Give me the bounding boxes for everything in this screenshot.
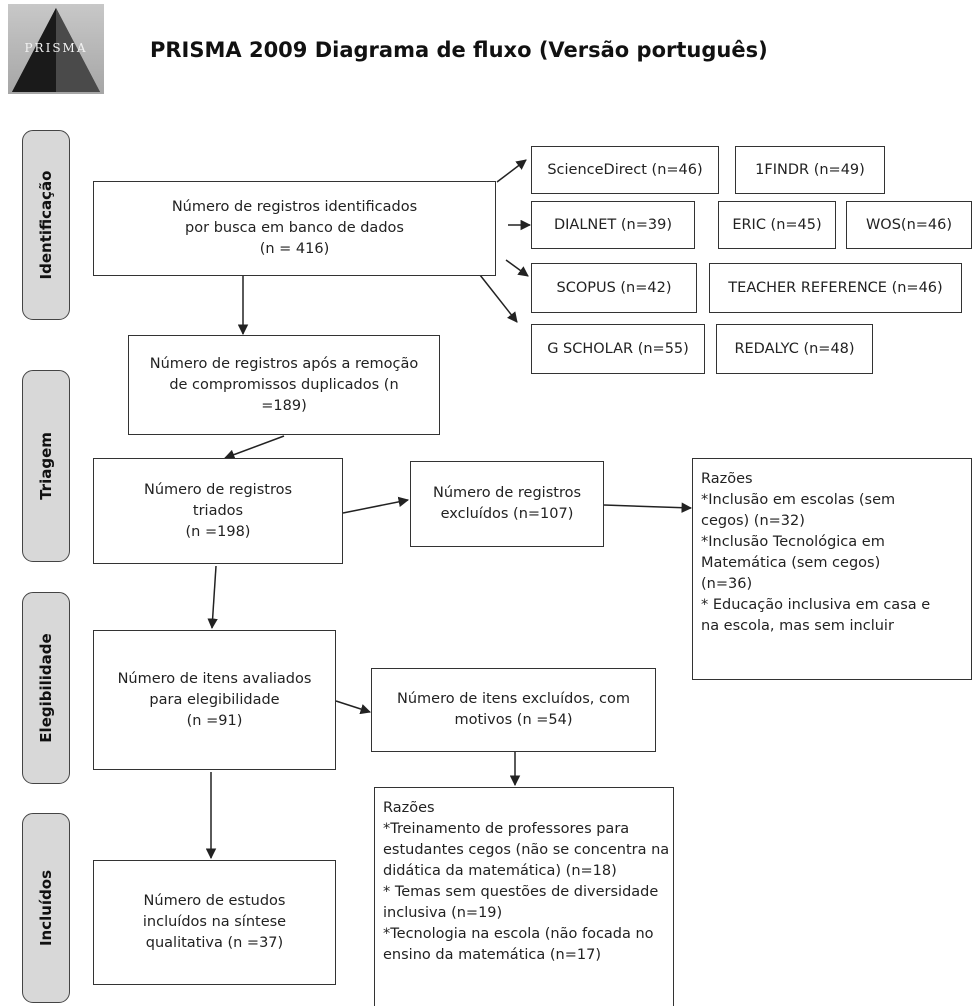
box-eligibility-line-1: Número de itens avaliados	[117, 670, 312, 687]
logo-text: PRISMA	[24, 41, 88, 55]
stage-elegibilidade: Elegibilidade	[22, 592, 70, 784]
source-1findr-label: 1FINDR (n=49)	[755, 161, 865, 178]
source-dialnet-label: DIALNET (n=39)	[553, 216, 673, 233]
prisma-pyramid-icon	[12, 8, 100, 92]
source-redalyc: REDALYC (n=48)	[716, 324, 873, 374]
source-1findr: 1FINDR (n=49)	[735, 146, 885, 194]
source-wos: WOS(n=46)	[846, 201, 972, 249]
box-reasons-screening: Razões *Inclusão em escolas (sem cegos) …	[692, 458, 972, 680]
source-eric-label: ERIC (n=45)	[732, 216, 822, 233]
box-after-duplicates-line-2: de compromissos duplicados (n	[169, 376, 399, 393]
stage-triagem: Triagem	[22, 370, 70, 562]
reasons-eligibility-line-7: *Tecnologia na escola (não focada no	[383, 926, 654, 942]
box-screened-line-2: triados	[192, 502, 244, 519]
source-wos-label: WOS(n=46)	[865, 216, 953, 233]
reasons-eligibility-line-2: *Treinamento de professores para	[383, 821, 630, 837]
source-dialnet: DIALNET (n=39)	[531, 201, 695, 249]
box-after-duplicates: Número de registros após a remoção de co…	[128, 335, 440, 435]
source-teacher-reference-label: TEACHER REFERENCE (n=46)	[728, 279, 943, 296]
box-excluded-line-2: excluídos (n=107)	[440, 506, 574, 522]
arrow-to-sciencedirect	[496, 159, 527, 183]
reasons-screening-line-6: (n=36)	[701, 576, 753, 592]
box-screened-line-3: (n =198)	[185, 523, 251, 540]
box-excluded-reasons: Número de itens excluídos, com motivos (…	[371, 668, 656, 752]
box-excluded-reasons-line-1: Número de itens excluídos, com	[397, 691, 630, 707]
source-eric: ERIC (n=45)	[718, 201, 836, 249]
page-title: PRISMA 2009 Diagrama de fluxo (Versão po…	[150, 38, 768, 62]
reasons-eligibility-line-5: * Temas sem questões de diversidade	[383, 884, 659, 900]
box-excluded-line-1: Número de registros	[432, 485, 582, 501]
source-redalyc-label: REDALYC (n=48)	[734, 340, 855, 357]
box-screened: Número de registros triados (n =198)	[93, 458, 343, 564]
arrow-dedup-to-screened	[224, 435, 285, 460]
reasons-screening-line-5: Matemática (sem cegos)	[701, 555, 881, 571]
box-identified-line-3: (n = 416)	[259, 241, 330, 257]
reasons-screening-line-1: Razões	[701, 471, 753, 487]
source-sciencedirect-label: ScienceDirect (n=46)	[547, 161, 703, 178]
box-eligibility-line-3: (n =91)	[186, 712, 243, 729]
reasons-screening-line-3: cegos) (n=32)	[701, 513, 805, 529]
box-identified-line-2: por busca em banco de dados	[185, 220, 404, 236]
reasons-eligibility-line-4: didática da matemática) (n=18)	[383, 863, 617, 879]
reasons-eligibility-line-6: inclusiva (n=19)	[383, 905, 503, 921]
box-eligibility-line-2: para elegibilidade	[149, 691, 280, 708]
box-after-duplicates-line-3: =189)	[261, 397, 307, 414]
box-included-line-1: Número de estudos	[143, 893, 286, 909]
arrow-to-scopus	[505, 259, 529, 277]
arrow-screened-to-eligibility	[207, 565, 218, 630]
reasons-screening-line-2: *Inclusão em escolas (sem	[701, 492, 896, 508]
box-screened-line-1: Número de registros	[143, 481, 293, 498]
box-included-line-3: qualitativa (n =37)	[145, 935, 284, 951]
box-excluded-reasons-line-2: motivos (n =54)	[454, 712, 573, 728]
stage-identificacao: Identificação	[22, 130, 70, 320]
source-teacher-reference: TEACHER REFERENCE (n=46)	[709, 263, 962, 313]
box-identified: Número de registros identificados por bu…	[93, 181, 496, 276]
reasons-screening-line-8: na escola, mas sem incluir	[701, 618, 894, 634]
source-scopus: SCOPUS (n=42)	[531, 263, 697, 313]
box-eligibility: Número de itens avaliados para elegibili…	[93, 630, 336, 770]
box-reasons-eligibility: Razões *Treinamento de professores para …	[374, 787, 674, 1006]
reasons-eligibility-line-8: ensino da matemática (n=17)	[383, 947, 601, 963]
arrow-eligibility-to-excluded	[335, 700, 371, 715]
box-included-line-2: incluídos na síntese	[142, 914, 287, 930]
stage-incluidos: Incluídos	[22, 813, 70, 1003]
reasons-eligibility-line-1: Razões	[383, 800, 435, 816]
source-scopus-label: SCOPUS (n=42)	[556, 279, 672, 296]
box-included: Número de estudos incluídos na síntese q…	[93, 860, 336, 985]
source-g-scholar: G SCHOLAR (n=55)	[531, 324, 705, 374]
source-g-scholar-label: G SCHOLAR (n=55)	[547, 340, 689, 357]
box-identified-line-1: Número de registros identificados	[171, 199, 418, 215]
arrow-excluded-to-reasons	[603, 502, 693, 513]
arrow-to-gscholar	[479, 274, 518, 323]
arrow-screened-to-excluded	[342, 496, 410, 514]
reasons-eligibility-line-3: estudantes cegos (não se concentra na	[383, 842, 670, 858]
source-sciencedirect: ScienceDirect (n=46)	[531, 146, 719, 194]
box-after-duplicates-line-1: Número de registros após a remoção	[149, 355, 419, 372]
reasons-screening-line-4: *Inclusão Tecnológica em	[701, 534, 885, 550]
reasons-screening-line-7: * Educação inclusiva em casa e	[701, 597, 931, 613]
prisma-logo: PRISMA	[8, 4, 104, 94]
box-excluded: Número de registros excluídos (n=107)	[410, 461, 604, 547]
